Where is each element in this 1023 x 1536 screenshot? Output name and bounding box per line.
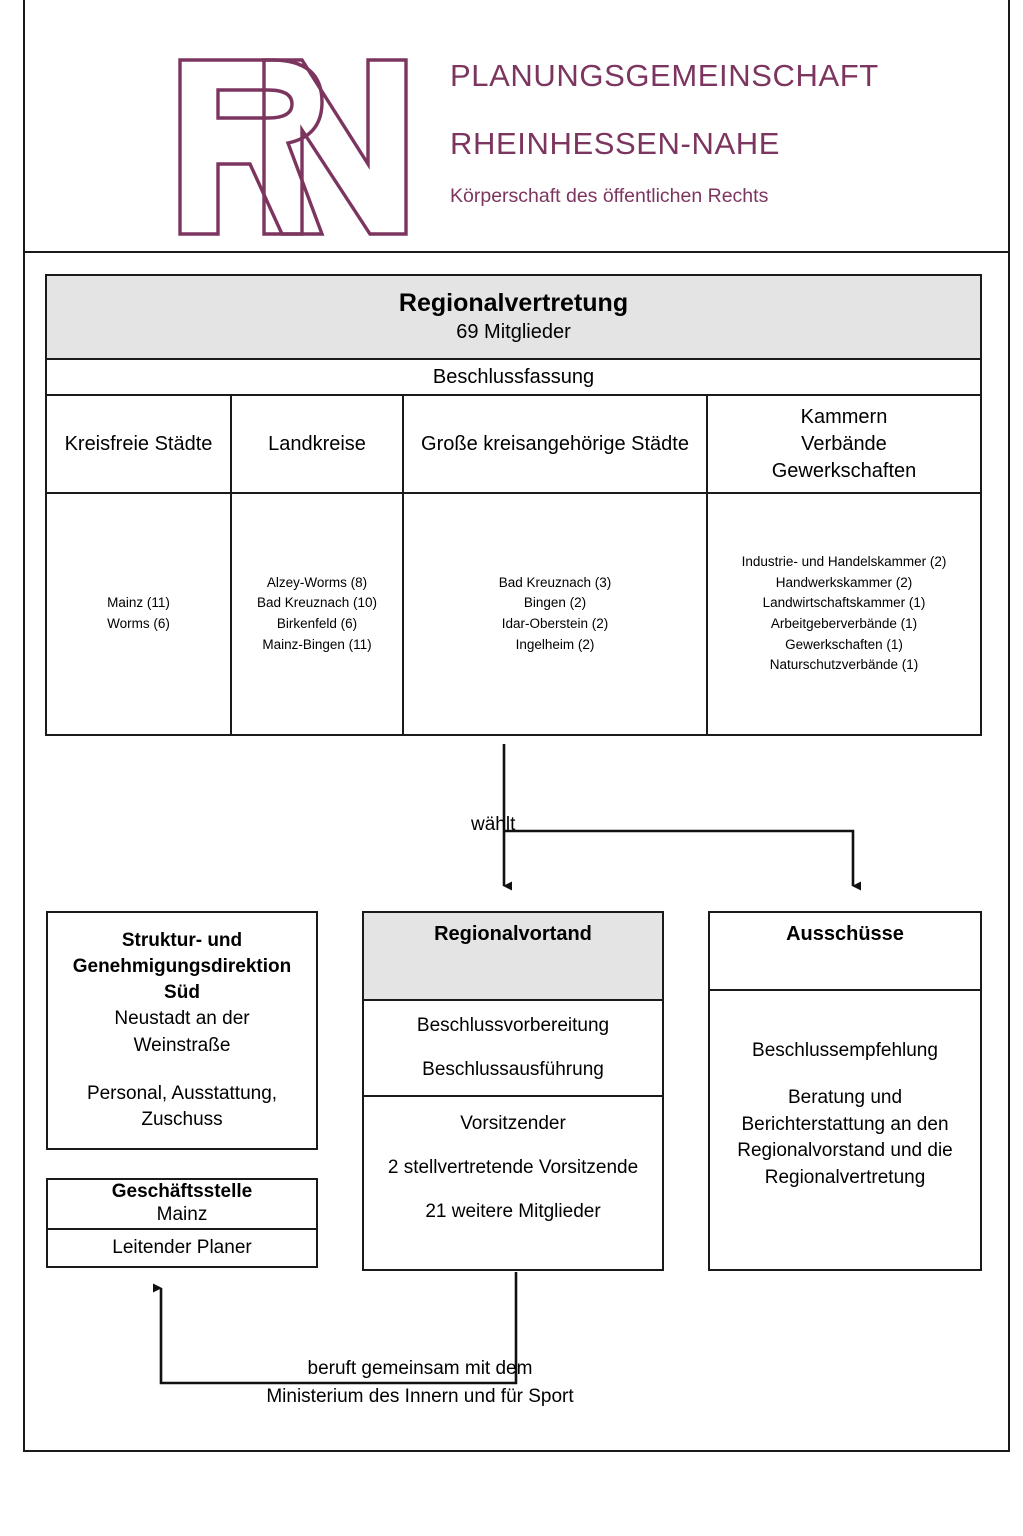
sgd-box: Struktur- und Genehmigungsdirektion Süd …: [46, 911, 318, 1150]
council-cell-landkreise: Alzey-Worms (8) Bad Kreuznach (10) Birke…: [232, 494, 404, 734]
brand-line-1: PLANUNGSGEMEINSCHAFT: [450, 58, 879, 93]
geschaeftsstelle-header: Geschäftsstelle Mainz: [48, 1180, 316, 1230]
regionalvorstand-duty-2: Beschlussausführung: [422, 1059, 604, 1080]
regionalvorstand-duties: Beschlussvorbereitung Beschlussausführun…: [364, 1001, 662, 1097]
sgd-location-line-1: Neustadt an der: [114, 1008, 250, 1030]
regionalvorstand-composition-2: 2 stellvertretende Vorsitzende: [387, 1157, 639, 1178]
regionalvorstand-composition-3: 21 weitere Mitglieder: [425, 1201, 601, 1222]
geschaeftsstelle-title: Geschäftsstelle: [111, 1181, 253, 1203]
regionalvorstand-composition-1: Vorsitzender: [460, 1113, 566, 1134]
regionalvorstand-title: Regionalvortand: [364, 913, 662, 1001]
ausschuesse-title: Ausschüsse: [710, 913, 980, 991]
brand-subtitle: Körperschaft des öffentlichen Rechts: [450, 185, 769, 207]
rn-logo-icon: [172, 52, 422, 242]
sgd-title-line-3: Süd: [164, 982, 200, 1004]
geschaeftsstelle-role: Leitender Planer: [112, 1237, 252, 1258]
column-header-kammern-verbaende-gewerkschaften: Kammern Verbände Gewerkschaften: [771, 405, 917, 482]
column-header-grosse-kreisangehoerige-staedte: Große kreisangehörige Städte: [404, 396, 708, 492]
council-header: Regionalvertretung 69 Mitglieder: [47, 276, 980, 360]
council-member-count: 69 Mitglieder: [456, 321, 571, 344]
sgd-title-line-2: Genehmigungsdirektion: [72, 955, 292, 977]
ausschuesse-duties: Beschlussempfehlung Beratung und Bericht…: [710, 991, 980, 1269]
ausschuesse-duty-2-line-1: Beratung und: [787, 1086, 903, 1108]
regionalvorstand-box: Regionalvortand Beschlussvorbereitung Be…: [362, 911, 664, 1271]
regionalvorstand-duty-1: Beschlussvorbereitung: [416, 1015, 610, 1036]
appoints-label-line-2: Ministerium des Innern und für Sport: [266, 1385, 574, 1407]
sgd-title-line-1: Struktur- und: [121, 929, 243, 951]
brand-line-2: RHEINHESSEN-NAHE: [450, 126, 780, 161]
elects-label: wählt: [471, 814, 516, 835]
council-body: Mainz (11) Worms (6) Alzey-Worms (8) Bad…: [47, 494, 980, 734]
sgd-duties-line-2: Zuschuss: [141, 1109, 223, 1131]
ausschuesse-duty-1: Beschlussempfehlung: [752, 1039, 938, 1061]
column-header-kreisfreie-staedte: Kreisfreie Städte: [47, 396, 232, 492]
regionalvertretung-table: Regionalvertretung 69 Mitglieder Beschlu…: [45, 274, 982, 736]
council-cell-kreisfreie-staedte: Mainz (11) Worms (6): [47, 494, 232, 734]
ausschuesse-duty-2-line-4: Regionalvertretung: [764, 1167, 926, 1189]
council-title: Regionalvertretung: [398, 288, 629, 317]
geschaeftsstelle-box: Geschäftsstelle Mainz Leitender Planer: [46, 1178, 318, 1268]
council-column-headers: Kreisfreie Städte Landkreise Große kreis…: [47, 396, 980, 494]
brand-wordmark: PLANUNGSGEMEINSCHAFT RHEINHESSEN-NAHE Kö…: [450, 60, 1010, 207]
council-cell-grosse-kreisangehoerige-staedte: Bad Kreuznach (3) Bingen (2) Idar-Oberst…: [404, 494, 708, 734]
appoints-label: beruft gemeinsam mit dem Ministerium des…: [160, 1355, 680, 1410]
sgd-location-line-2: Weinstraße: [133, 1034, 231, 1056]
geschaeftsstelle-location: Mainz: [156, 1204, 208, 1225]
regionalvorstand-composition: Vorsitzender 2 stellvertretende Vorsitze…: [364, 1097, 662, 1269]
column-header-landkreise: Landkreise: [232, 396, 404, 492]
page-frame: [23, 0, 1010, 1452]
appoints-label-line-1: beruft gemeinsam mit dem: [307, 1358, 533, 1379]
ausschuesse-box: Ausschüsse Beschlussempfehlung Beratung …: [708, 911, 982, 1271]
header-band: PLANUNGSGEMEINSCHAFT RHEINHESSEN-NAHE Kö…: [23, 0, 1010, 253]
ausschuesse-duty-2: Beratung und Berichterstattung an den Re…: [737, 1085, 953, 1193]
ausschuesse-duty-2-line-3: Regionalvorstand und die: [737, 1140, 953, 1162]
sgd-duties-line-1: Personal, Ausstattung,: [86, 1082, 278, 1104]
council-cell-kammern-verbaende-gewerkschaften: Industrie- und Handelskammer (2) Handwer…: [741, 554, 947, 673]
council-function: Beschlussfassung: [47, 360, 980, 396]
ausschuesse-duty-2-line-2: Berichterstattung an den: [741, 1113, 949, 1135]
